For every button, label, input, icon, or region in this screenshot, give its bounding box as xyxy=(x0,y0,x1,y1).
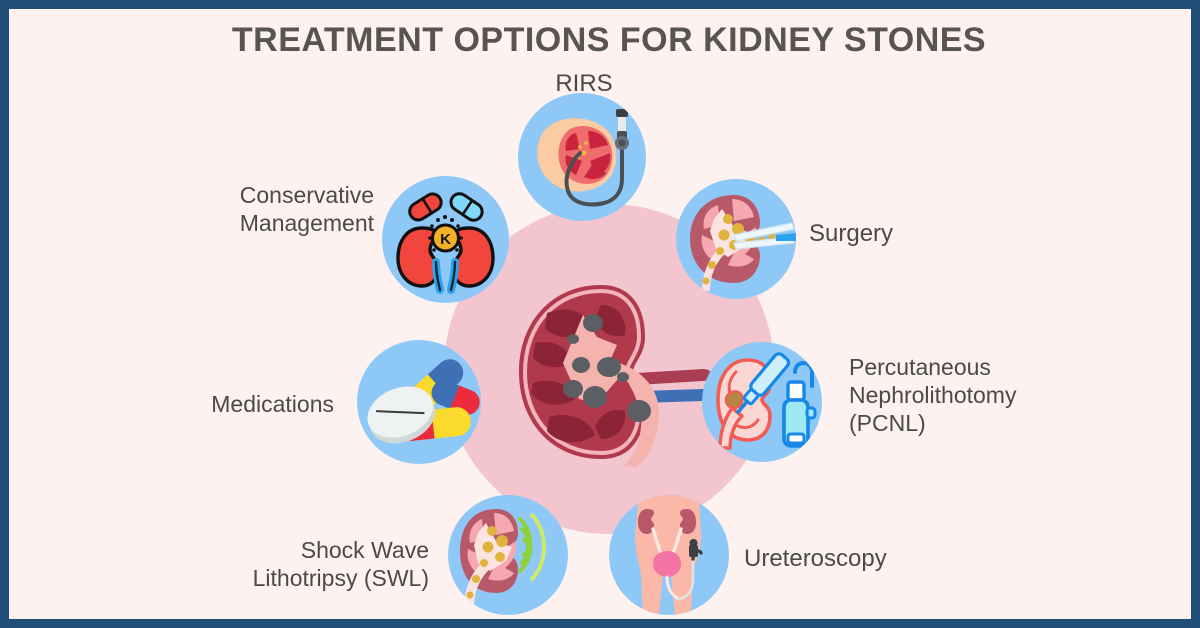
option-circle-medications[interactable] xyxy=(357,340,481,464)
option-label-rirs: RIRS xyxy=(555,70,613,97)
option-circle-swl[interactable] xyxy=(448,495,568,615)
kidney-with-stones-cross-section-icon xyxy=(505,277,715,467)
kidneys-capsule-potassium-icon: K xyxy=(396,192,495,294)
option-label-pcnl: Percutaneous Nephrolithotomy (PCNL) xyxy=(849,354,1017,437)
option-label-surgery: Surgery xyxy=(809,220,894,247)
option-circle-rirs[interactable] xyxy=(518,93,646,221)
pills-capsules-icon xyxy=(367,359,480,444)
option-circle-ureteroscopy[interactable] xyxy=(609,495,729,615)
kidney-shockwaves-icon xyxy=(460,509,546,607)
option-circle-surgery[interactable] xyxy=(676,179,796,299)
kidney-needle-nephroscope-icon xyxy=(716,352,817,450)
pelvis-urinary-tract-scope-icon xyxy=(635,495,703,615)
option-label-swl: Shock Wave Lithotripsy (SWL) xyxy=(252,537,429,592)
option-circle-pcnl[interactable] xyxy=(702,342,822,462)
option-circle-conservative-management[interactable]: K xyxy=(382,176,509,303)
svg-text:K: K xyxy=(440,231,451,248)
page-title: TREATMENT OPTIONS FOR KIDNEY STONES xyxy=(231,21,987,59)
option-label-conservative-management: Conservative Management xyxy=(239,182,374,237)
option-label-ureteroscopy: Ureteroscopy xyxy=(744,545,887,572)
option-label-medications: Medications xyxy=(211,391,334,417)
kidney-forceps-stone-icon xyxy=(690,195,796,291)
kidney-ureteroscope-icon xyxy=(537,109,629,207)
